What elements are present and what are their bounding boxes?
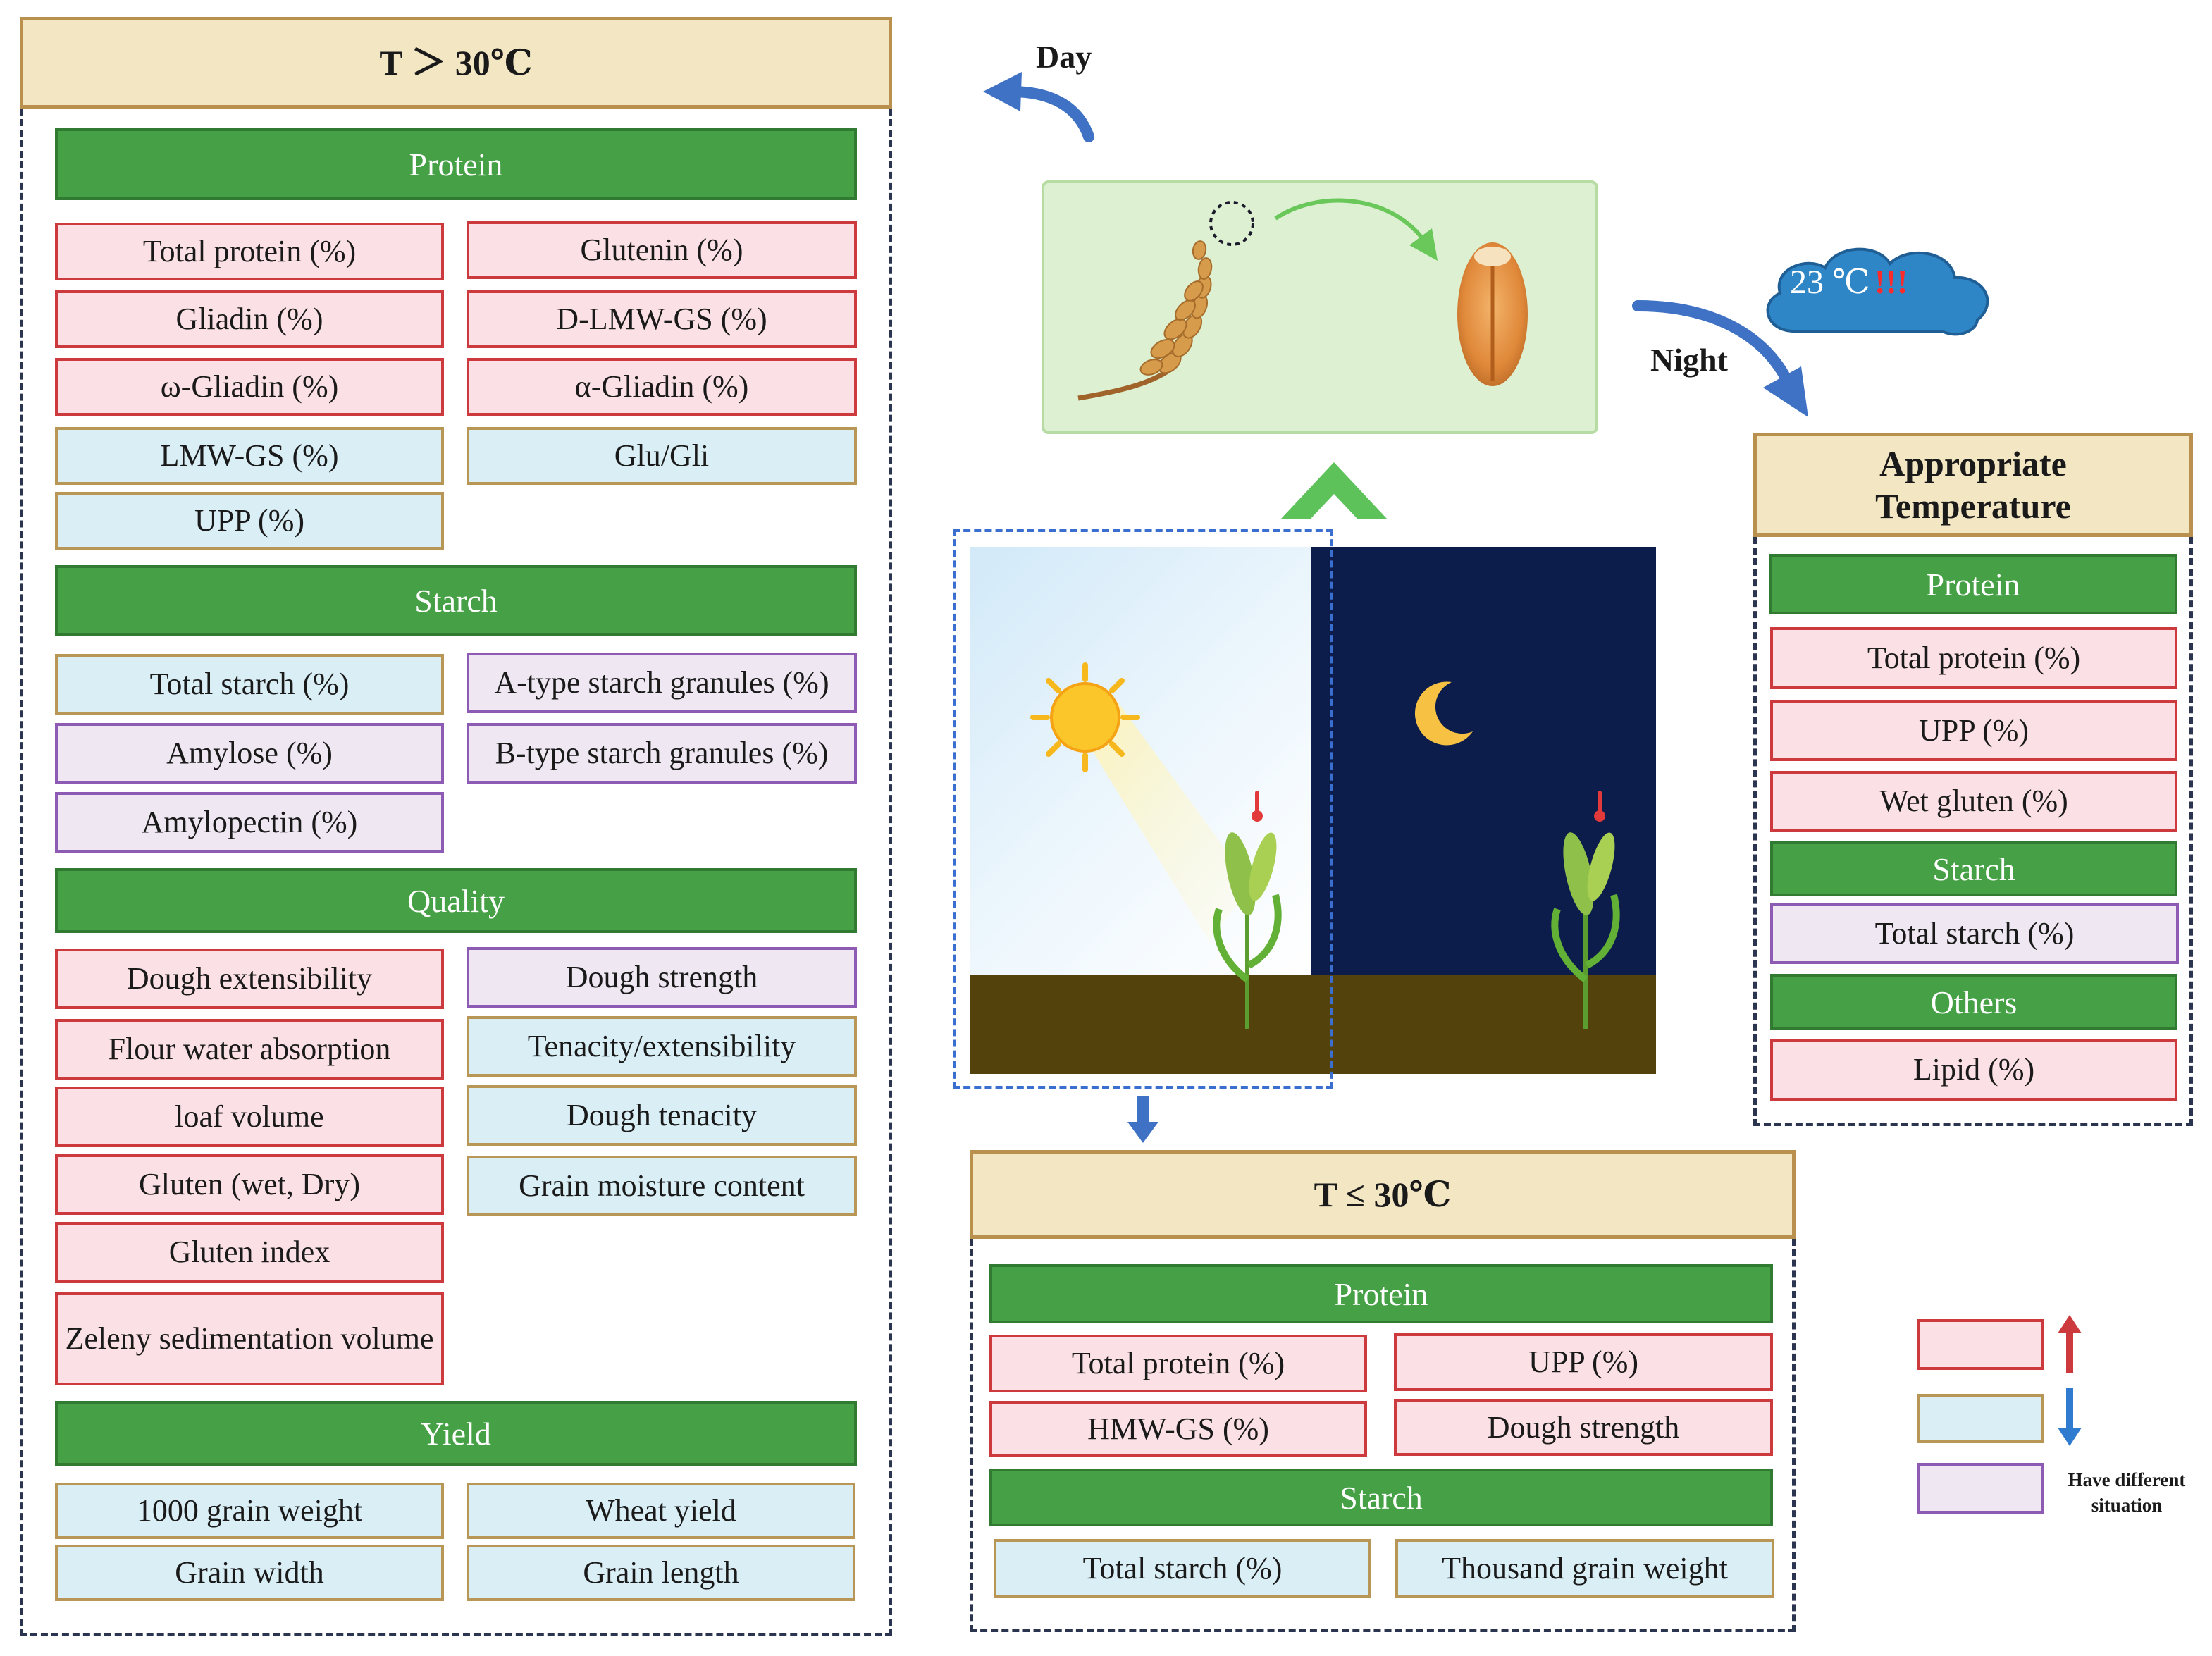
cloud-temperature: 23 ℃!!! <box>1790 262 1908 302</box>
moderate-starch-item: Total starch (%) <box>994 1539 1371 1598</box>
hot-starch-item: Amylopectin (%) <box>55 792 444 853</box>
hot-protein-item: α-Gliadin (%) <box>467 358 857 416</box>
moderate-frame <box>970 1239 1796 1632</box>
moderate-title: T ≤ 30℃ <box>970 1150 1796 1239</box>
thermometer-icon <box>1252 791 1263 822</box>
cloud-alert-marks: !!! <box>1874 264 1908 301</box>
day-selection-frame <box>953 529 1333 1089</box>
wheat-plant-icon <box>1551 832 1620 1029</box>
hot-starch-item: B-type starch granules (%) <box>467 723 857 784</box>
hot-protein-item: Glutenin (%) <box>467 221 857 279</box>
night-scene <box>1311 547 1656 975</box>
hot-protein-item: LMW-GS (%) <box>55 427 444 485</box>
hot-quality-item: Zeleny sedimentation volume <box>55 1292 444 1385</box>
down-arrow-icon <box>1127 1096 1158 1143</box>
hot-protein-header: Protein <box>55 128 857 200</box>
growth-arrow-icon <box>1274 198 1438 261</box>
moderate-starch-item: Thousand grain weight <box>1395 1539 1774 1598</box>
hot-protein-item: UPP (%) <box>55 492 444 550</box>
hot-frame <box>20 109 892 1636</box>
moderate-protein-item: Total protein (%) <box>989 1335 1367 1392</box>
hot-yield-item: Grain width <box>55 1545 444 1601</box>
day-label: Day <box>1036 39 1092 75</box>
legend-decrease-swatch <box>1917 1394 2044 1443</box>
hot-quality-item: Dough tenacity <box>467 1085 857 1146</box>
hot-starch-item: A-type starch granules (%) <box>467 653 857 713</box>
up-arrow-icon <box>2058 1315 2082 1373</box>
hot-yield-item: Grain length <box>467 1545 855 1601</box>
appropriate-protein-item: UPP (%) <box>1770 700 2177 761</box>
appropriate-frame <box>1753 537 2193 1126</box>
hot-protein-item: Glu/Gli <box>467 427 857 485</box>
moderate-protein-item: HMW-GS (%) <box>989 1401 1367 1457</box>
up-chevron-icon <box>1281 462 1387 519</box>
moderate-protein-header: Protein <box>989 1264 1773 1323</box>
hot-yield-item: 1000 grain weight <box>55 1483 444 1539</box>
night-arrow-icon <box>1632 300 1808 417</box>
hot-quality-item: Gluten index <box>55 1222 444 1283</box>
hot-starch-header: Starch <box>55 565 857 636</box>
sunbeam <box>1075 702 1252 941</box>
cloud-temp-value: 23 ℃ <box>1790 264 1870 301</box>
hot-quality-item: Tenacity/extensibility <box>467 1016 857 1077</box>
appropriate-protein-item: Total protein (%) <box>1770 627 2177 689</box>
hot-starch-item: Total starch (%) <box>55 654 444 715</box>
hot-title: T ＞ 30℃ <box>20 17 892 109</box>
wheat-grain-icon <box>1457 242 1528 386</box>
appropriate-starch-header: Starch <box>1770 841 2177 896</box>
sun-icon <box>1030 662 1140 772</box>
hot-protein-item: ω-Gliadin (%) <box>55 358 444 416</box>
hot-protein-item: Gliadin (%) <box>55 290 444 348</box>
cloud-icon <box>1766 247 1989 336</box>
night-label: Night <box>1650 342 1728 378</box>
appropriate-protein-item: Wet gluten (%) <box>1770 771 2177 832</box>
hot-quality-item: Grain moisture content <box>467 1156 857 1216</box>
hot-quality-item: Flour water absorption <box>55 1019 444 1080</box>
hot-yield-header: Yield <box>55 1401 857 1466</box>
hot-quality-item: Dough extensibility <box>55 949 444 1009</box>
hot-quality-header: Quality <box>55 868 857 933</box>
legend-increase-swatch <box>1917 1319 2044 1370</box>
day-arrow-icon <box>983 72 1094 142</box>
hot-quality-item: Dough strength <box>467 947 857 1008</box>
wheat-spike-icon <box>1077 201 1254 401</box>
hot-protein-item: Total protein (%) <box>55 223 444 280</box>
wheat-plant-icon <box>1213 832 1282 1029</box>
moon-icon <box>1414 681 1473 746</box>
thermometer-icon <box>1594 791 1605 822</box>
moderate-protein-item: Dough strength <box>1394 1399 1773 1456</box>
appropriate-others-item: Lipid (%) <box>1770 1039 2177 1101</box>
hot-quality-item: Gluten (wet, Dry) <box>55 1154 444 1215</box>
soil-ground <box>970 975 1656 1074</box>
appropriate-protein-header: Protein <box>1769 554 2177 614</box>
legend-mixed-label: Have different situation <box>2068 1469 2186 1516</box>
hot-starch-item: Amylose (%) <box>55 723 444 784</box>
hot-quality-item: loaf volume <box>55 1087 444 1147</box>
moderate-protein-item: UPP (%) <box>1394 1333 1773 1391</box>
moderate-starch-header: Starch <box>989 1469 1773 1526</box>
legend-mixed-swatch <box>1917 1463 2044 1514</box>
appropriate-starch-item: Total starch (%) <box>1770 903 2179 964</box>
appropriate-title: Appropriate Temperature <box>1753 433 2193 537</box>
hot-yield-item: Wheat yield <box>467 1483 855 1539</box>
down-arrow-icon <box>2058 1388 2082 1446</box>
appropriate-others-header: Others <box>1770 974 2177 1030</box>
hot-protein-item: D-LMW-GS (%) <box>467 290 857 348</box>
